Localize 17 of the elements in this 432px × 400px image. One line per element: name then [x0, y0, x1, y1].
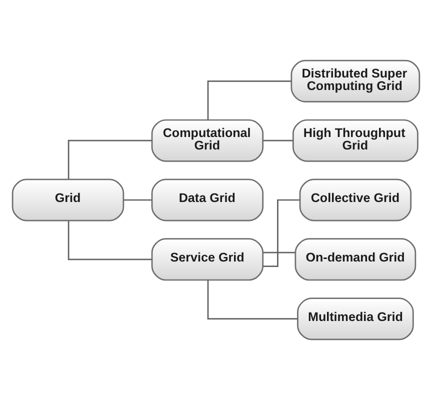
connector — [262, 140, 294, 142]
node-box: Grid — [12, 178, 124, 222]
connector — [68, 140, 152, 180]
node-box: On-demand Grid — [294, 238, 416, 281]
connector — [207, 280, 298, 320]
connector — [124, 199, 152, 201]
connector — [68, 220, 152, 260]
connector — [207, 80, 292, 120]
connector — [262, 252, 296, 254]
node-box: Multimedia Grid — [297, 298, 414, 340]
node-box: Data Grid — [151, 178, 264, 222]
node-box: Service Grid — [151, 238, 264, 281]
connector — [263, 199, 300, 267]
node-box: Collective Grid — [299, 178, 412, 222]
node-box: Distributed Super Computing Grid — [290, 60, 420, 102]
node-box: High Throughput Grid — [292, 119, 418, 162]
node-box: Computational Grid — [151, 119, 264, 162]
